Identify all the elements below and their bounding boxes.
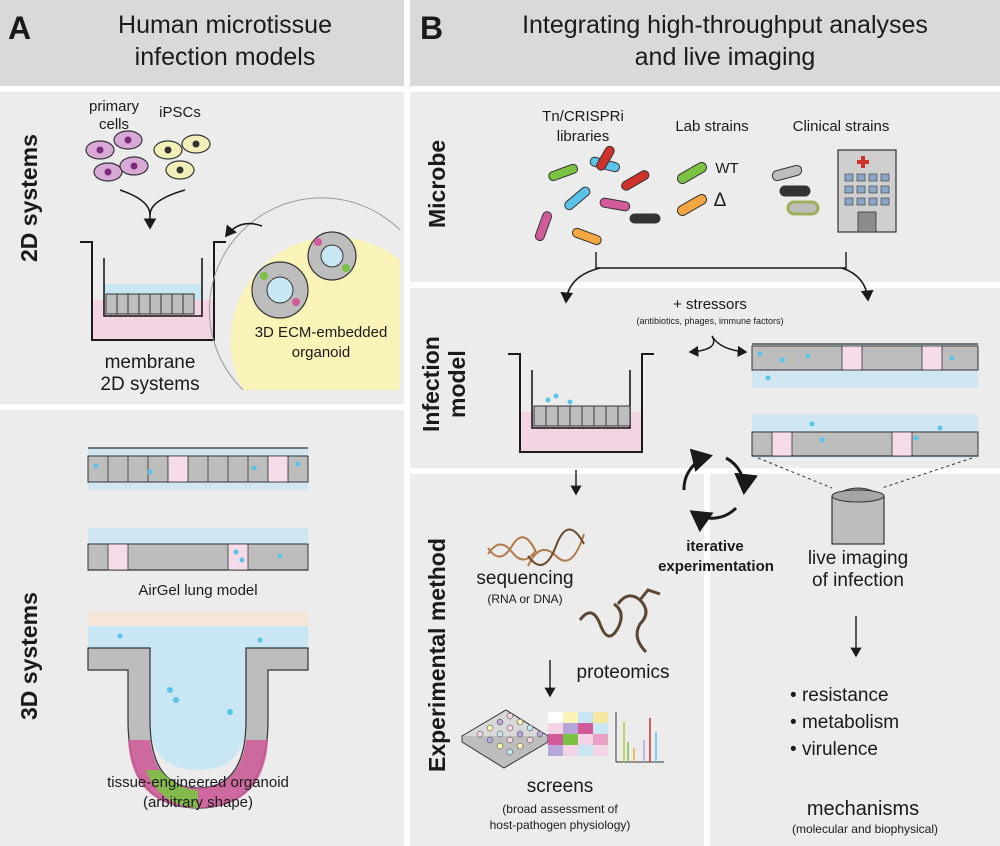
panel-a-title-line1: Human microtissue [118, 11, 332, 39]
primary-cells-icon [85, 130, 149, 182]
transwell-insert-a [80, 241, 226, 341]
library-bacteria-icon [534, 145, 661, 246]
wt-label: WT [715, 160, 739, 177]
screens-detail-label-1: (broad assessment of [502, 802, 618, 816]
iterative-label-2: experimentation [658, 558, 774, 575]
panel-a-header [0, 0, 404, 86]
tissue-organoid-label-2: (arbitrary shape) [142, 794, 254, 811]
organoid-label-2: organoid [291, 344, 351, 361]
mechanism-item: metabolism [790, 709, 899, 736]
well-plate-icon [461, 709, 549, 769]
lab-strains-label: Lab strains [675, 118, 749, 135]
clinical-strains-icon [771, 164, 820, 216]
lab-strain-wt-icon [676, 162, 708, 184]
hospital-icon [837, 149, 897, 233]
dna-helix-icon [487, 528, 585, 567]
primary-cells-label: primary cells [88, 98, 139, 133]
protein-icon [578, 588, 661, 654]
lab-strain-delta-icon [676, 193, 708, 216]
live-imaging-label-1: live imaging [807, 548, 909, 569]
iterative-cycle-icon [682, 448, 758, 533]
airgel-infection-layer-2 [751, 414, 979, 458]
panel-b-title-line1: Integrating high-throughput analyses [522, 11, 928, 39]
clinical-strains-label: Clinical strains [792, 118, 890, 135]
proteomics-label: proteomics [576, 662, 670, 683]
heatmap-icon [548, 712, 608, 756]
mechanism-item: resistance [790, 682, 899, 709]
screens-detail-label-2: host-pathogen physiology) [489, 818, 631, 832]
airgel-layer-1 [87, 447, 309, 490]
stressors-label: + stressors [673, 296, 747, 313]
stressors-detail-label: (antibiotics, phages, immune factors) [636, 316, 784, 326]
screens-label: screens [526, 776, 594, 797]
airgel-layer-2 [87, 528, 309, 571]
panel-a-title-line2: infection models [134, 43, 316, 71]
mechanisms-list: resistance metabolism virulence [790, 682, 899, 763]
tissue-organoid-icon [87, 612, 309, 809]
panel-b-letter: B [420, 10, 444, 46]
libraries-label-1: Tn/CRISPRi [542, 108, 624, 125]
microscope-objective-icon [757, 457, 973, 545]
delta-label: Δ [713, 190, 727, 211]
membrane-label-2: 2D systems [100, 374, 200, 395]
transwell-insert-b [508, 353, 654, 453]
libraries-label-2: libraries [556, 128, 610, 145]
sequencing-detail-label: (RNA or DNA) [487, 592, 563, 606]
mechanisms-detail-label: (molecular and biophysical) [791, 822, 939, 836]
membrane-label-1: membrane [104, 352, 196, 373]
airgel-infection-layer-1 [751, 343, 979, 388]
spectrum-chart-icon [615, 712, 664, 763]
airgel-label: AirGel lung model [138, 582, 258, 599]
iterative-label-1: iterative [686, 538, 744, 555]
panel-b-method-left-bg [410, 474, 704, 846]
mechanism-item: virulence [790, 736, 899, 763]
sequencing-label: sequencing [476, 568, 574, 589]
panel-b-microbe-bg [410, 92, 1000, 282]
tissue-organoid-label-1: tissue-engineered organoid [107, 774, 289, 791]
ecm-organoid-icon [208, 197, 401, 391]
live-imaging-label-2: of infection [812, 570, 904, 591]
panel-a-letter: A [8, 10, 32, 46]
ipscs-label: iPSCs [159, 104, 201, 121]
panel-b-title-line2: and live imaging [634, 43, 816, 71]
mechanisms-label: mechanisms [806, 798, 920, 820]
organoid-label-1: 3D ECM-embedded [254, 324, 388, 341]
panel-b-header [410, 0, 1000, 86]
ipsc-cells-icon [153, 134, 211, 180]
